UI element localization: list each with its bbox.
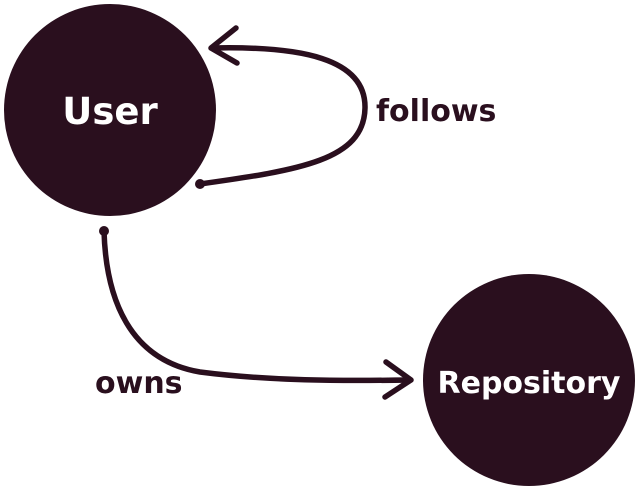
- user-node-circle: [4, 4, 216, 216]
- owns-edge-label: owns: [95, 366, 183, 401]
- repository-node-label: Repository: [438, 366, 621, 401]
- owns-arrowhead: [382, 359, 414, 400]
- repository-node-circle: [423, 274, 635, 486]
- repository-node: Repository: [423, 274, 635, 486]
- follows-edge-line: [197, 45, 368, 187]
- user-node: User: [4, 4, 216, 216]
- follows-edge-label: follows: [376, 94, 496, 129]
- owns-edge-start-dot: [99, 226, 109, 236]
- follows-edge-start-dot: [195, 179, 205, 189]
- owns-edge-line: [101, 228, 413, 384]
- owns-edge: owns: [95, 226, 414, 401]
- follows-arrowhead: [208, 25, 240, 66]
- follows-edge: follows: [195, 25, 496, 189]
- user-node-label: User: [62, 90, 158, 133]
